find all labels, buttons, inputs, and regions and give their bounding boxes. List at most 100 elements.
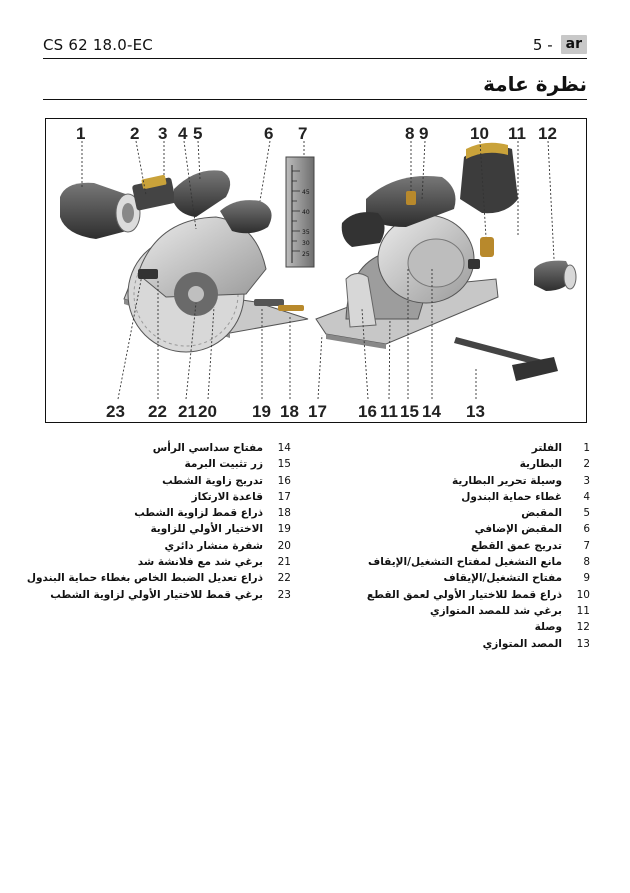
legend-number: 1 (583, 442, 590, 454)
callout-2: 2 (130, 124, 139, 143)
legend-number: 12 (576, 621, 590, 634)
section-rule (43, 99, 587, 100)
legend-label: مفتاح سداسي الرأس (152, 442, 263, 454)
legend-number: 17 (277, 490, 291, 503)
callout-18: 18 (280, 402, 299, 421)
legend-label: المقبض (521, 507, 562, 520)
callout-5: 5 (193, 124, 202, 143)
legend-number: 20 (277, 539, 291, 552)
legend-number: 3 (583, 474, 590, 487)
callout-22: 22 (148, 402, 167, 421)
callout-11-bottom: 11 (380, 402, 398, 421)
legend-label: برغي قمط للاختيار الأولي لزاوية الشطب (50, 588, 263, 601)
legend-label: البطارية (519, 458, 562, 471)
overview-figure: 45 40 35 30 25 (45, 118, 587, 423)
callout-16: 16 (358, 402, 377, 421)
callout-10: 10 (470, 124, 489, 143)
legend-item: 8 مانع التشغيل لمفتاح التشغيل/الإيقاف (350, 556, 590, 572)
section-title: نظرة عامة (483, 72, 587, 96)
header-rule (43, 58, 587, 59)
callout-11: 11 (508, 124, 526, 143)
page-header: 5 - ar (533, 35, 587, 54)
callout-leaders (81, 140, 555, 400)
callout-14: 14 (422, 402, 441, 421)
legend-number: 9 (583, 572, 590, 585)
scale-mark: 35 (302, 229, 310, 236)
scale-mark: 45 (302, 189, 310, 196)
legend-item: 20 شفرة منشار دائري (31, 540, 291, 556)
callout-12: 12 (538, 124, 557, 143)
scale-mark: 30 (302, 240, 310, 247)
callout-3: 3 (158, 124, 167, 143)
callout-6: 6 (264, 124, 273, 143)
parallel-guide (454, 337, 558, 381)
legend-number: 21 (277, 556, 291, 569)
callout-20: 20 (198, 402, 217, 421)
page-number: 5 - (532, 35, 553, 54)
legend-number: 2 (583, 458, 590, 471)
left-saw (123, 170, 309, 353)
filter-part (60, 182, 141, 239)
callout-21: 21 (178, 402, 197, 421)
legend-label: وسيلة تحرير البطارية (452, 474, 562, 487)
legend-left-column: 14 مفتاح سداسي الرأس 15 زر تثبيت البرمة 16… (27, 442, 291, 605)
legend-number: 8 (583, 556, 590, 569)
model-name: CS 62 18.0-EC (43, 36, 153, 54)
legend-label: ذراع قمط للاختيار الأولي لعمق القطع (366, 588, 562, 601)
legend-label: تدريج عمق القطع (470, 539, 562, 552)
legend-item: 3 وسيلة تحرير البطارية (350, 475, 590, 491)
legend-number: 15 (277, 458, 291, 471)
right-saw (315, 142, 518, 349)
callout-13: 13 (466, 402, 485, 421)
callout-8: 8 (405, 124, 414, 143)
legend-label: غطاء حماية البندول (461, 490, 562, 503)
legend-number: 18 (277, 507, 291, 520)
legend-label: قاعدة الارتكاز (191, 490, 263, 503)
legend-number: 14 (277, 442, 291, 454)
depth-scale: 45 40 35 30 25 (285, 156, 315, 268)
legend-item: 6 المقبض الإضافي (350, 523, 590, 539)
legend-label: الاختيار الأولي للزاوية (150, 523, 263, 536)
legend-item: 13 المصد المتوازي (350, 638, 590, 654)
legend-number: 16 (277, 474, 291, 487)
legend-label: زر تثبيت البرمة (184, 458, 263, 471)
legend-item: 11 برغي شد للمصد المتوازي (350, 605, 590, 621)
saw-illustration: 45 40 35 30 25 (60, 124, 577, 421)
legend-label: مفتاح التشغيل/الإيقاف (443, 572, 563, 585)
legend-label: ذراع قمط لزاوية الشطب (134, 507, 263, 520)
legend-label: المصد المتوازي (482, 637, 562, 650)
legend-label: مانع التشغيل لمفتاح التشغيل/الإيقاف (368, 556, 562, 569)
legend-item: 23 برغي قمط للاختيار الأولي لزاوية الشطب (31, 589, 291, 605)
scale-mark: 25 (302, 251, 310, 258)
connector-part (534, 260, 577, 291)
legend-label: تدريج زاوية الشطب (162, 474, 263, 487)
legend-label: شفرة منشار دائري (164, 539, 263, 552)
legend-label: وصلة (534, 621, 562, 634)
callout-9: 9 (419, 124, 428, 143)
scale-mark: 40 (302, 209, 310, 216)
legend-item: 12 وصلة (350, 621, 590, 637)
legend-item: 2 البطارية (350, 458, 590, 474)
legend-number: 7 (583, 539, 590, 552)
legend-item: 15 زر تثبيت البرمة (31, 458, 291, 474)
legend-number: 23 (277, 588, 291, 601)
legend-item: 17 قاعدة الارتكاز (31, 491, 291, 507)
legend-item: 9 مفتاح التشغيل/الإيقاف (350, 572, 591, 588)
callout-1: 1 (76, 124, 85, 143)
legend-number: 6 (583, 523, 590, 536)
callout-4: 4 (178, 124, 188, 143)
legend-label: المقبض الإضافي (474, 523, 562, 536)
legend-label: ذراع تعديل الضبط الخاص بغطاء حماية البند… (26, 572, 263, 585)
callout-7: 7 (298, 124, 307, 143)
legend-label: برغي شد للمصد المتوازي (429, 604, 562, 617)
legend-number: 4 (583, 490, 590, 503)
legend-number: 13 (576, 637, 590, 650)
legend-number: 11 (576, 604, 590, 617)
